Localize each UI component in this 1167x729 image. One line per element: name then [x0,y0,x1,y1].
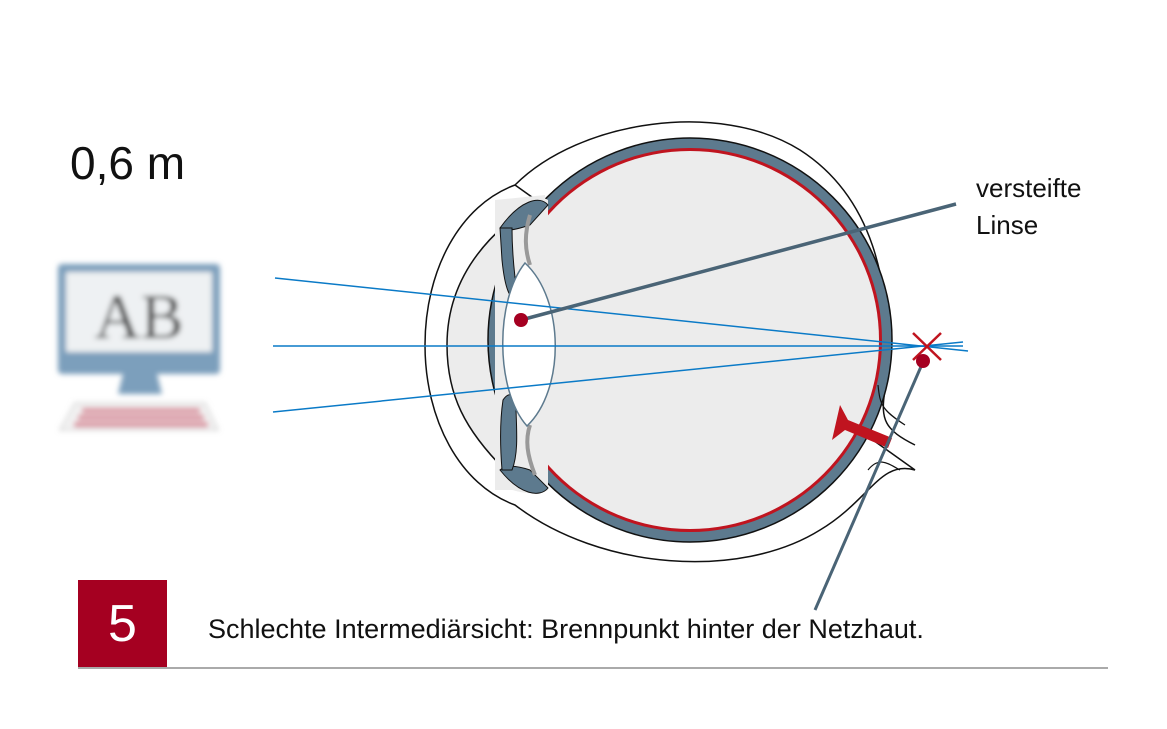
focal-point-cross-icon [912,332,942,361]
lens-marker-dot [514,313,528,327]
step-caption: Schlechte Intermediärsicht: Brennpunkt h… [208,614,924,644]
lens-leader-line [520,202,957,322]
lens-annotation-line2: Linse [976,210,1039,240]
monitor-screen-text: AB [95,281,184,352]
lens-annotation-line1: versteifte [976,173,1082,203]
step-number-badge: 5 [78,580,167,668]
focus-leader-line [813,361,925,611]
focus-marker-dot [916,354,930,368]
vitreous-body [501,151,879,529]
monitor-icon: AB [58,264,220,431]
caption-divider [78,667,1108,669]
optic-nerve-vessel [832,405,892,448]
distance-label: 0,6 m [70,137,186,189]
lens-annotation: versteifte Linse [976,170,1082,244]
light-rays [272,277,969,413]
